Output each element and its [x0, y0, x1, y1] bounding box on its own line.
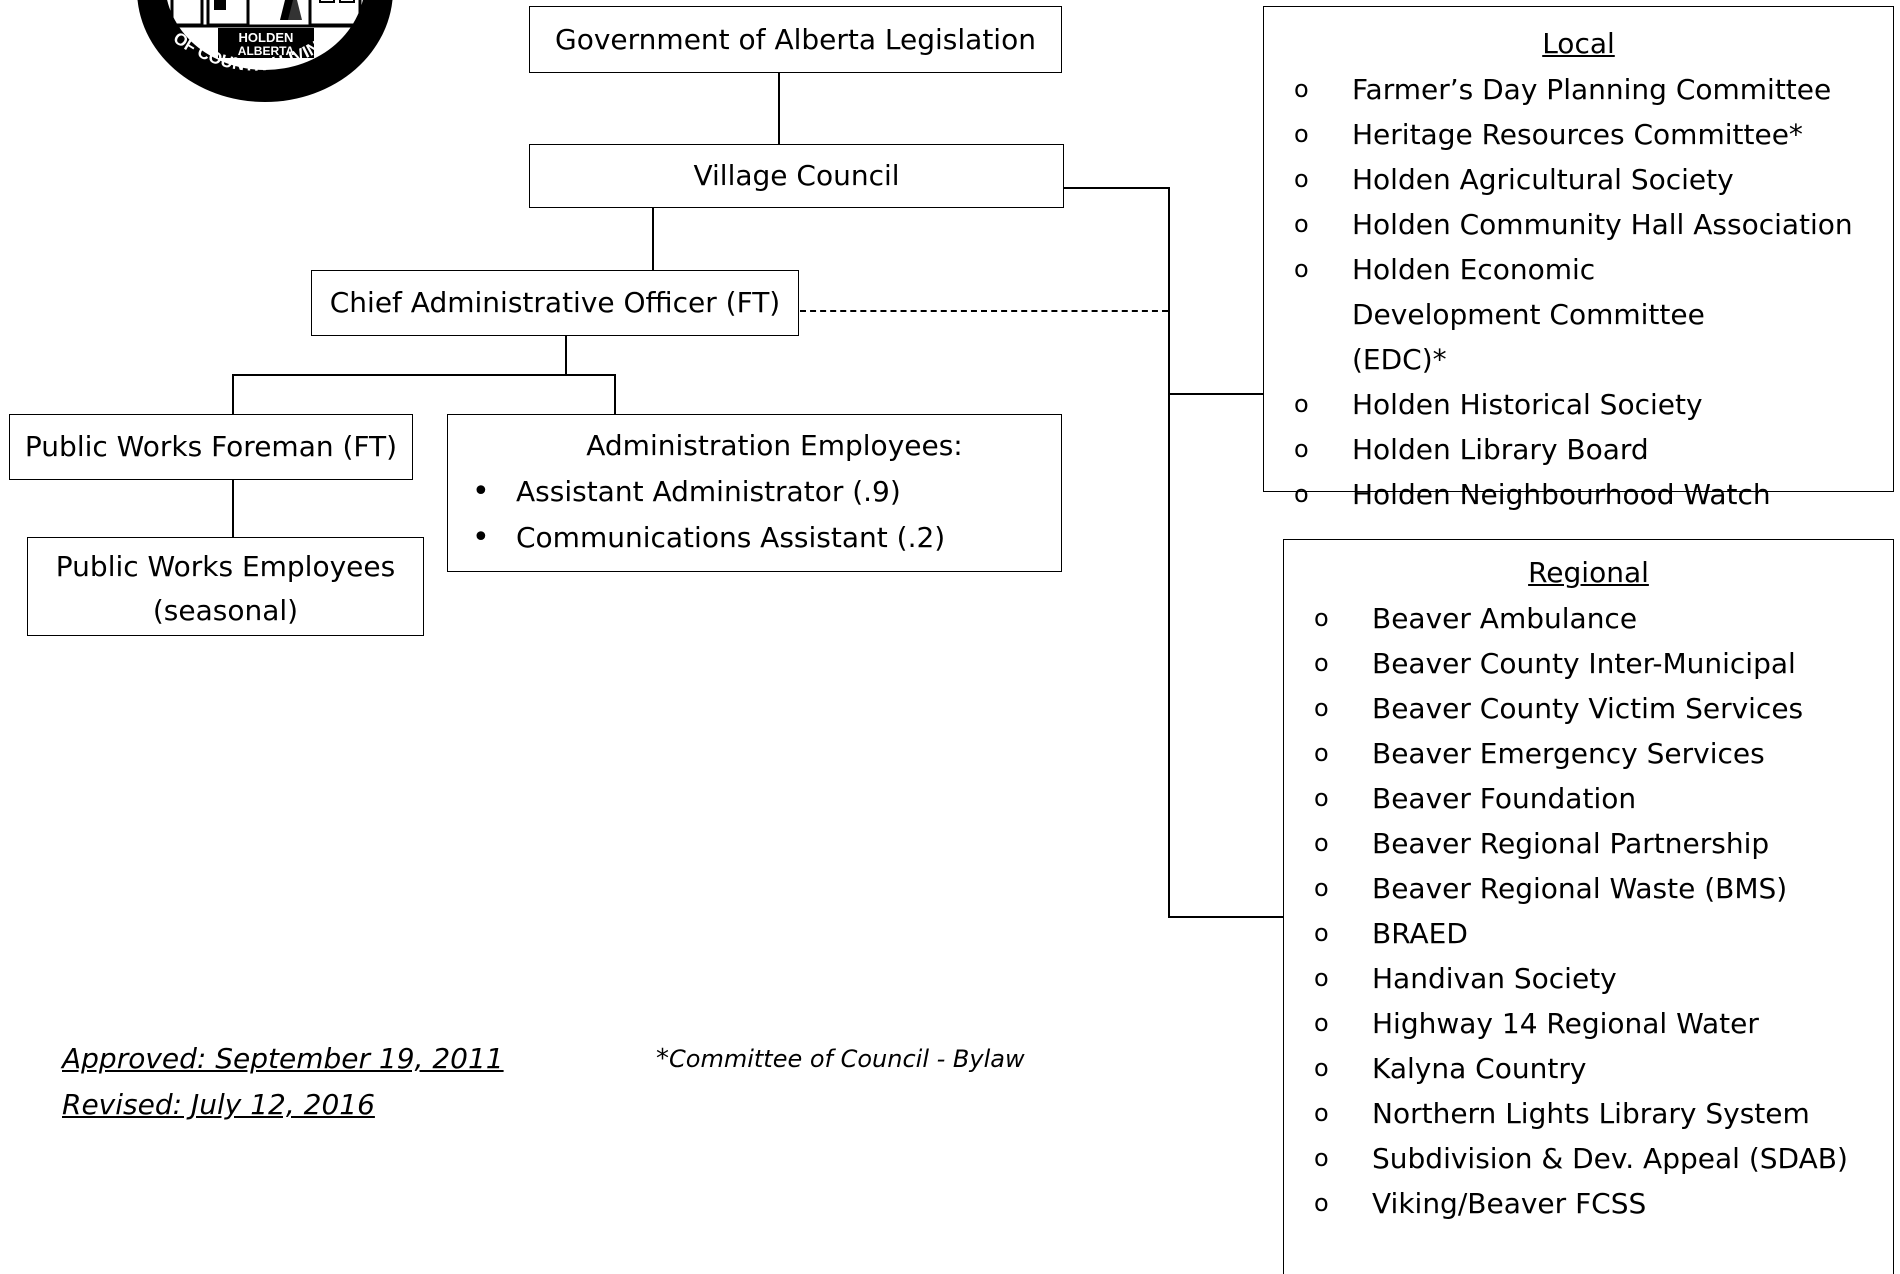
connector-staff-horizontal — [232, 374, 616, 376]
regional-item: Beaver Ambulance — [1284, 596, 1893, 641]
regional-title: Regional — [1528, 556, 1649, 589]
admin-item: Communications Assistant (.2) — [448, 515, 1061, 561]
regional-item: Beaver Regional Waste (BMS) — [1284, 866, 1893, 911]
admin-item: Assistant Administrator (.9) — [448, 469, 1061, 515]
connector-to-regional — [1168, 916, 1283, 918]
connector-council-right — [1064, 187, 1170, 189]
regional-item: Kalyna Country — [1284, 1046, 1893, 1091]
regional-item: Beaver County Victim Services — [1284, 686, 1893, 731]
local-item: Holden Agricultural Society — [1264, 157, 1893, 202]
local-item: Holden Community Hall Association — [1264, 202, 1893, 247]
local-item: Holden Library Board — [1264, 427, 1893, 472]
local-title: Local — [1542, 27, 1615, 60]
regional-item: Beaver Foundation — [1284, 776, 1893, 821]
box-regional-organizations: Regional Beaver Ambulance Beaver County … — [1283, 539, 1894, 1274]
regional-item: Handivan Society — [1284, 956, 1893, 1001]
holden-logo: HOLDEN ALBERTA OF COUNTRY LIVING — [130, 0, 400, 110]
pw-employees-line1: Public Works Employees — [55, 550, 396, 583]
footnote-text: Committee of Council - Bylaw — [669, 1045, 1025, 1073]
footnote-star: * — [656, 1044, 669, 1074]
regional-item: Highway 14 Regional Water — [1284, 1001, 1893, 1046]
admin-list: Assistant Administrator (.9) Communicati… — [448, 469, 1061, 561]
connector-council-cao — [652, 208, 654, 270]
connector-trunk-vertical — [1168, 187, 1170, 918]
box-administration-employees: Administration Employees: Assistant Admi… — [447, 414, 1062, 572]
connector-to-local — [1168, 393, 1263, 395]
box-village-council: Village Council — [529, 144, 1064, 208]
regional-item: Beaver Emergency Services — [1284, 731, 1893, 776]
regional-item: Northern Lights Library System — [1284, 1091, 1893, 1136]
box-government-legislation: Government of Alberta Legislation — [529, 6, 1062, 73]
local-item: Holden Economic Development Committee (E… — [1264, 247, 1792, 382]
footnote: *Committee of Council - Bylaw — [656, 1044, 1025, 1074]
regional-item: Subdivision & Dev. Appeal (SDAB) — [1284, 1136, 1893, 1181]
logo-text-line2: ALBERTA — [238, 44, 295, 58]
connector-cao-down — [565, 336, 567, 374]
logo-emblem: HOLDEN ALBERTA OF COUNTRY LIVING — [137, 0, 393, 102]
box-local-organizations: Local Farmer’s Day Planning Committee He… — [1263, 6, 1894, 517]
admin-title: Administration Employees: — [586, 429, 963, 462]
local-item: Farmer’s Day Planning Committee — [1264, 67, 1893, 112]
box-public-works-employees: Public Works Employees (seasonal) — [27, 537, 424, 636]
connector-gov-council — [778, 73, 780, 144]
approved-date: Approved: September 19, 2011 — [62, 1042, 504, 1075]
regional-item: Viking/Beaver FCSS — [1284, 1181, 1893, 1226]
box-cao: Chief Administrative Officer (FT) — [311, 270, 799, 336]
local-item: Holden Historical Society — [1264, 382, 1893, 427]
box-public-works-foreman: Public Works Foreman (FT) — [9, 414, 413, 480]
connector-to-foreman — [232, 374, 234, 414]
connector-to-admin — [614, 374, 616, 414]
local-item: Heritage Resources Committee* — [1264, 112, 1893, 157]
regional-item: BRAED — [1284, 911, 1893, 956]
pw-employees-line2: (seasonal) — [152, 594, 299, 627]
logo-text-line1: HOLDEN — [239, 30, 294, 45]
connector-foreman-employees — [232, 480, 234, 537]
regional-item: Beaver County Inter-Municipal — [1284, 641, 1893, 686]
regional-list: Beaver Ambulance Beaver County Inter-Mun… — [1284, 596, 1893, 1226]
local-list: Farmer’s Day Planning Committee Heritage… — [1264, 67, 1893, 517]
local-item: Holden Neighbourhood Watch — [1264, 472, 1893, 517]
connector-cao-dashed — [800, 310, 1168, 312]
regional-item: Beaver Regional Partnership — [1284, 821, 1893, 866]
revised-date: Revised: July 12, 2016 — [62, 1088, 375, 1121]
